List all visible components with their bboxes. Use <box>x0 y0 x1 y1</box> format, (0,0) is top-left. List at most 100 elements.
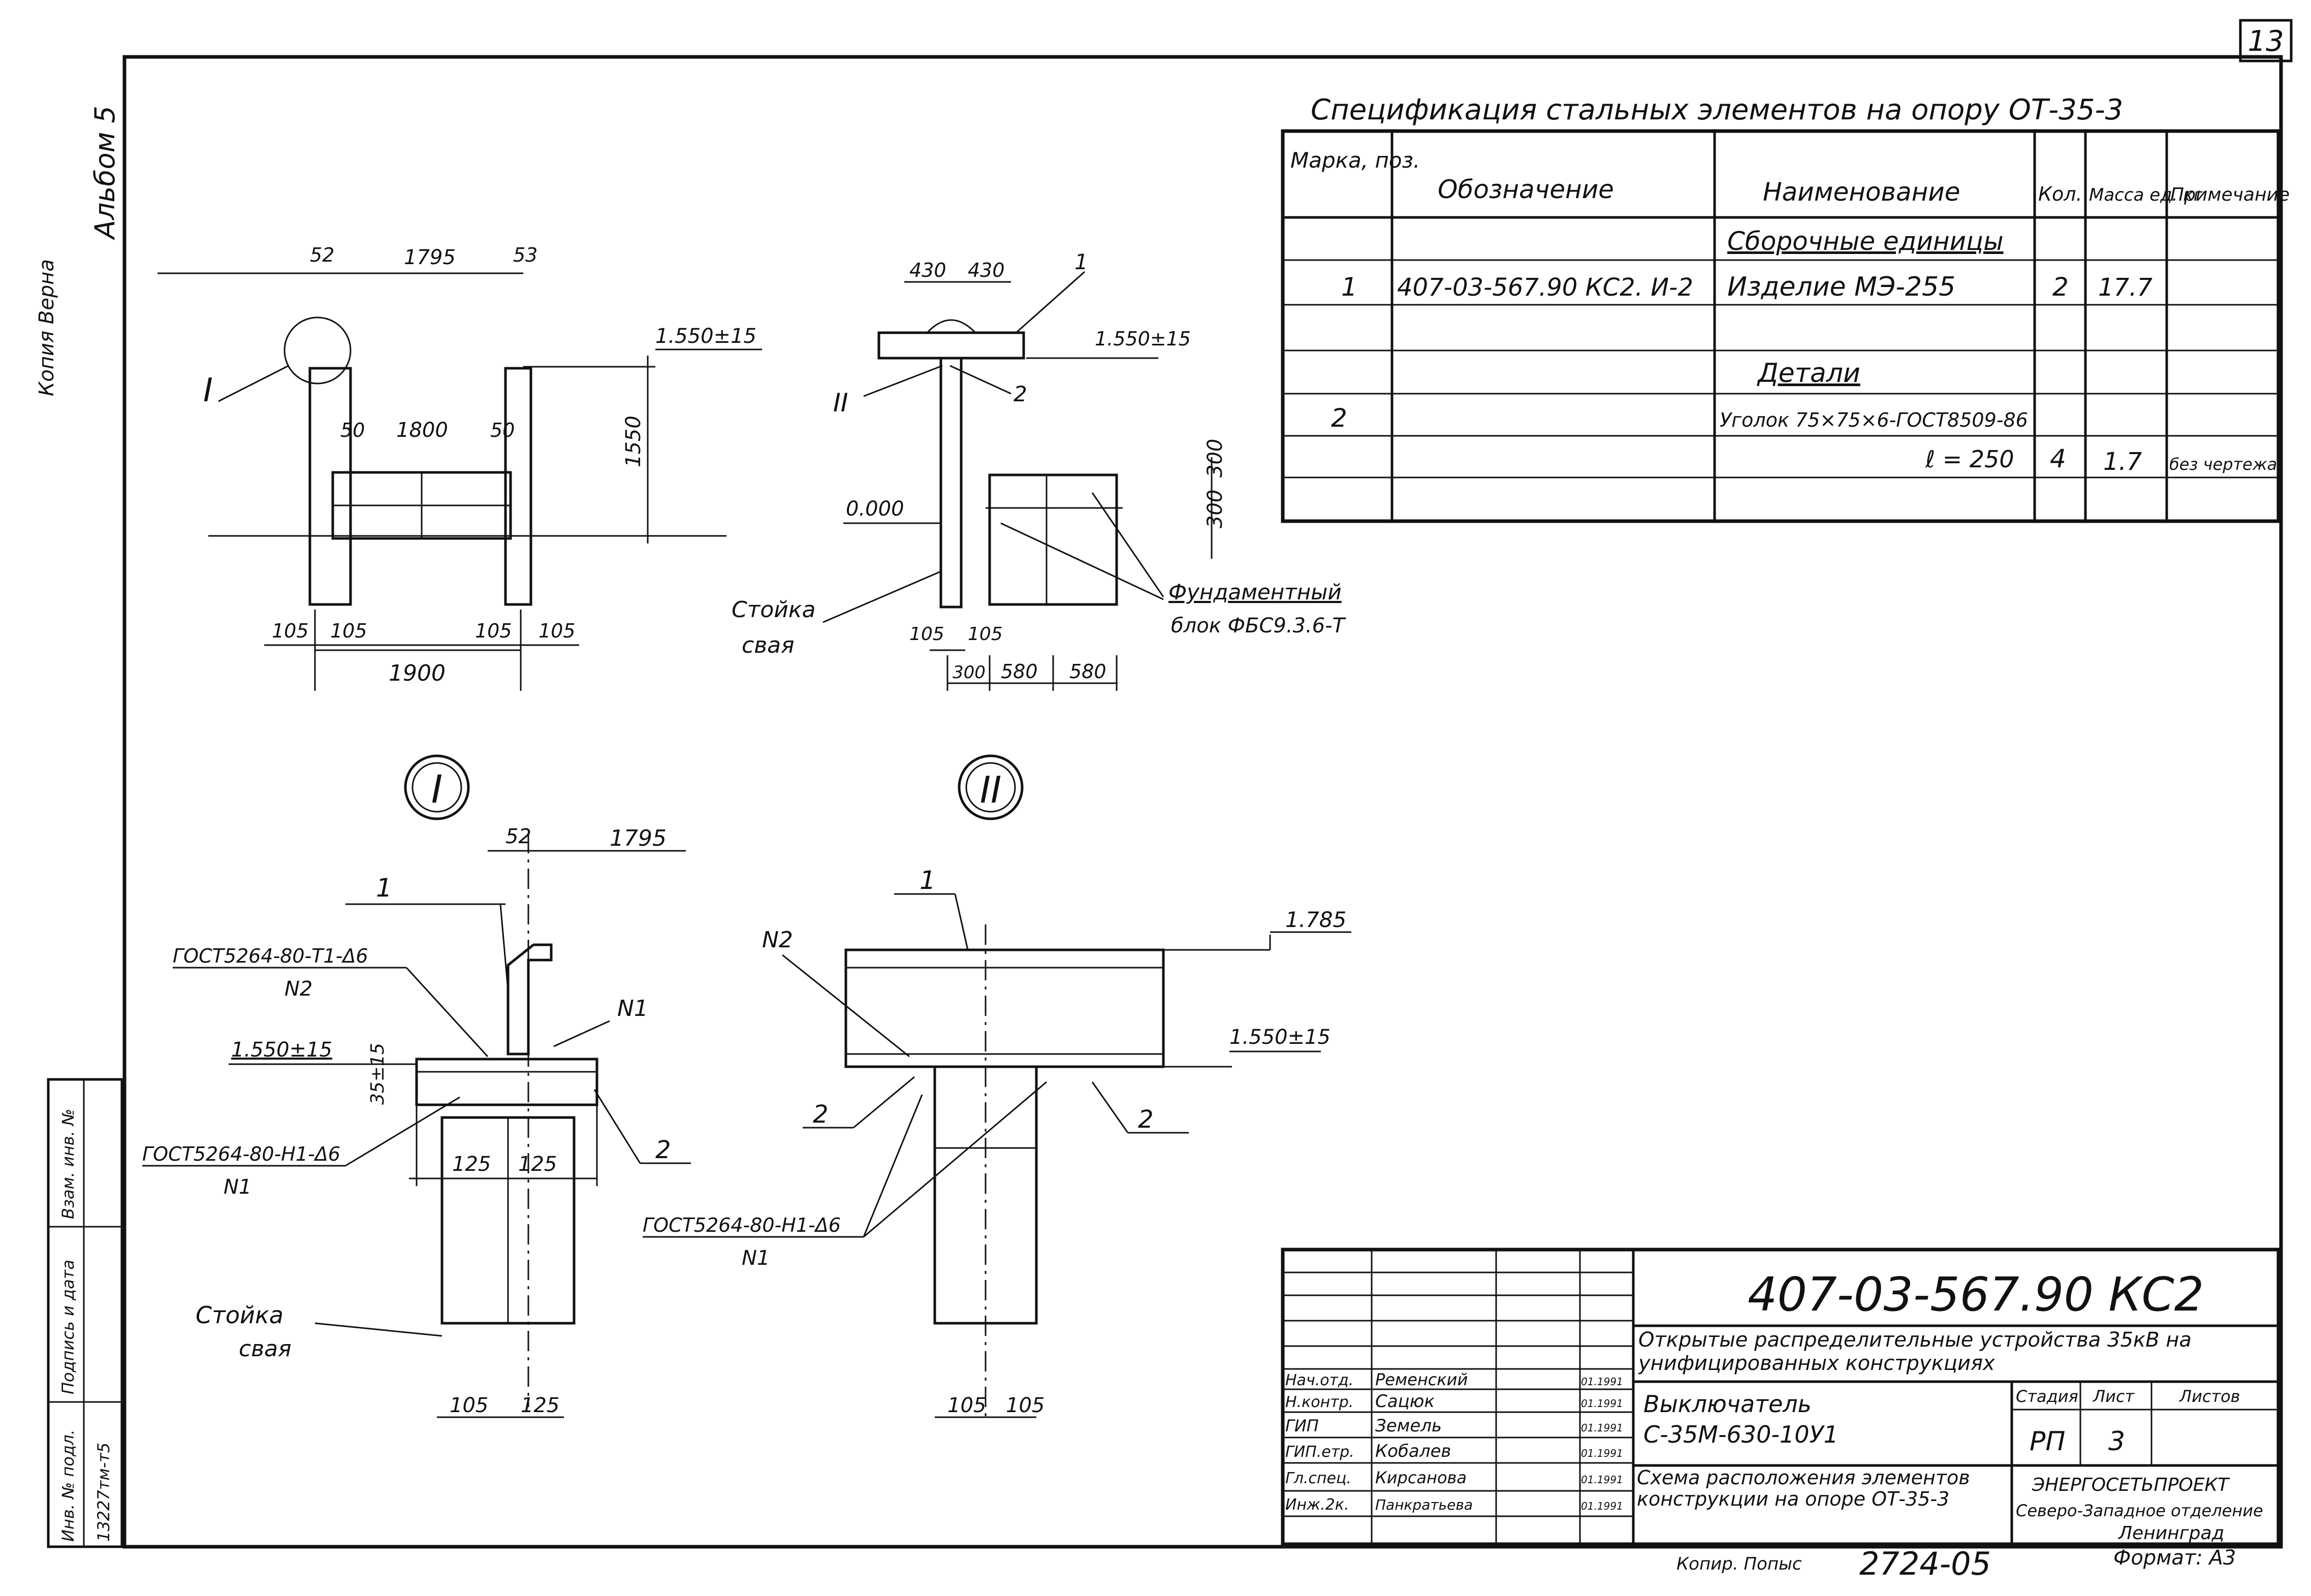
inv-podl-value: 13227тм-т5 <box>94 1443 113 1542</box>
detail-i: I 52 1795 125 125 105 125 1 ГОСТ5264-80-… <box>142 754 691 1418</box>
front-dim-total: 1900 <box>389 660 446 686</box>
detail-i-dim: 125 <box>521 1394 559 1417</box>
detail-ii-level-top: 1.785 <box>1285 907 1346 932</box>
title-org3: Ленинград <box>2117 1523 2224 1544</box>
front-dim: 52 <box>310 244 334 266</box>
spec-header-note: Примечание <box>2170 184 2290 205</box>
side-view: 1.550±15 0.000 300 300 430 430 1 II 2 Ст… <box>732 249 1347 691</box>
title-list: 3 <box>2108 1426 2125 1457</box>
left-stamp: Взам. инв. № Подпись и дата Инв. № подл.… <box>47 1078 123 1548</box>
title-code: 407-03-567.90 КС2 <box>1748 1267 2204 1322</box>
detail-i-dim: 125 <box>452 1153 491 1176</box>
detail-i-level: 1.550±15 <box>231 1038 332 1062</box>
front-dim: 105 <box>330 620 367 642</box>
detail-ii-n2: N2 <box>762 927 793 953</box>
spec-table: Спецификация стальных элементов на опору… <box>1281 93 2290 523</box>
inv-podl-label: Инв. № подл. <box>58 1429 78 1542</box>
side-level-zero: 0.000 <box>846 497 904 521</box>
person-date: 01.1991 <box>1581 1397 1623 1410</box>
spec-cell: Изделие МЭ-255 <box>1727 272 1955 302</box>
spec-cell: 17.7 <box>2098 273 2152 302</box>
detail-i-svaya: свая <box>239 1336 292 1362</box>
spec-cell: без чертежа <box>2169 455 2277 474</box>
detail-i-mark1: 1 <box>376 873 392 903</box>
detail-ii-mark2a: 2 <box>813 1100 829 1129</box>
detail-i-dim: 105 <box>450 1394 488 1417</box>
spec-cell: 2 <box>1331 403 1347 433</box>
person-date: 01.1991 <box>1581 1422 1623 1434</box>
front-dim-height: 1550 <box>622 416 645 467</box>
spec-cell: Детали <box>1757 358 1860 389</box>
front-dim: 105 <box>475 620 512 642</box>
person-role: Инж.2к. <box>1285 1496 1349 1514</box>
detail-ii: II 1 N2 1.785 1.550±15 2 2 ГОСТ5264-80-Н… <box>643 754 1351 1418</box>
side-dim-vert: 300 <box>1204 439 1227 477</box>
detail-i-dim: 125 <box>518 1153 557 1176</box>
spec-title: Спецификация стальных элементов на опору… <box>1311 93 2123 126</box>
spec-cell: ℓ = 250 <box>1925 445 2014 473</box>
spec-cell: Уголок 75×75×6-ГОСТ8509-86 <box>1720 409 2028 431</box>
side-stoyka: Стойка <box>732 597 815 623</box>
copy-note: Копия Верна <box>35 259 58 396</box>
footer-kopiroval: Копир. Попыс <box>1676 1554 1802 1574</box>
title-project: Открытые распределительные устройства 35… <box>1638 1328 2192 1375</box>
title-block: 407-03-567.90 КС2 Открытые распределител… <box>1281 1248 2281 1546</box>
side-dim: 105 <box>909 624 944 645</box>
detail-i-stoyka: Стойка <box>196 1301 283 1329</box>
detail-ii-dim: 105 <box>947 1394 986 1417</box>
person-date: 01.1991 <box>1581 1474 1623 1486</box>
side-dim: 105 <box>968 624 1003 645</box>
spec-cell: Сборочные единицы <box>1727 227 2004 256</box>
album-label: Альбом 5 <box>89 106 121 240</box>
title-org2: Северо-Западное отделение <box>2016 1501 2263 1520</box>
front-dim: 105 <box>272 620 309 642</box>
spec-header-mass: Масса ед. кг <box>2089 185 2203 205</box>
detail-i-mark2: 2 <box>655 1136 671 1164</box>
side-dim: 580 <box>1069 660 1106 683</box>
title-lists-header: Листов <box>2179 1387 2240 1406</box>
person-role: Н.контр. <box>1285 1393 1353 1411</box>
detail-ii-level: 1.550±15 <box>1229 1026 1331 1049</box>
person-name: Сацюк <box>1375 1391 1435 1412</box>
detail-ii-dim: 105 <box>1006 1394 1044 1417</box>
side-svaya: свая <box>742 632 795 658</box>
person-name: Ременский <box>1375 1370 1468 1389</box>
side-mark-1: 1 <box>1074 249 1088 274</box>
title-subject2: С-35М-630-10У1 <box>1643 1421 1839 1448</box>
title-stage: РП <box>2030 1426 2065 1457</box>
front-callout: I <box>203 372 213 409</box>
person-date: 01.1991 <box>1581 1376 1623 1388</box>
detail-i-circle: I <box>431 767 442 812</box>
detail-i-gost1: ГОСТ5264-80-Т1-Δ6 <box>173 945 368 967</box>
person-date: 01.1991 <box>1581 1447 1623 1459</box>
front-dim: 1795 <box>404 246 456 269</box>
sheet-number-box <box>2239 19 2293 62</box>
person-role: ГИП <box>1285 1416 1319 1435</box>
title-org1: ЭНЕРГОСЕТЬПРОЕКТ <box>2032 1475 2230 1495</box>
person-name: Панкратьева <box>1375 1496 1473 1513</box>
detail-i-gost2: ГОСТ5264-80-Н1-Δ6 <box>142 1143 340 1165</box>
spec-cell: 1.7 <box>2103 448 2142 476</box>
person-name: Кобалев <box>1375 1441 1451 1461</box>
spec-cell: 2 <box>2052 272 2069 302</box>
title-list-header: Лист <box>2093 1387 2135 1406</box>
side-mark-II: II <box>833 388 848 418</box>
person-name: Кирсанова <box>1375 1468 1467 1487</box>
detail-ii-mark2b: 2 <box>1138 1105 1154 1134</box>
detail-i-dim: 1795 <box>610 825 667 851</box>
sheet-frame <box>122 55 2283 1549</box>
side-dim: 300 <box>953 662 986 683</box>
detail-ii-circle: II <box>980 769 1001 811</box>
detail-ii-gost: ГОСТ5264-80-Н1-Δ6 <box>643 1214 841 1236</box>
title-subject1: Выключатель <box>1643 1390 1812 1418</box>
person-name: Земель <box>1375 1416 1442 1436</box>
detail-ii-n1: N1 <box>742 1247 770 1270</box>
spec-header-name: Наименование <box>1763 177 1960 207</box>
front-dim: 50 <box>490 419 515 441</box>
spec-header-qty: Кол. <box>2038 183 2082 205</box>
title-drawing-name: Схема расположения элементов конструкции… <box>1637 1467 1970 1510</box>
side-dim-vert: 300 <box>1204 490 1227 528</box>
person-role: Гл.спец. <box>1285 1470 1351 1487</box>
